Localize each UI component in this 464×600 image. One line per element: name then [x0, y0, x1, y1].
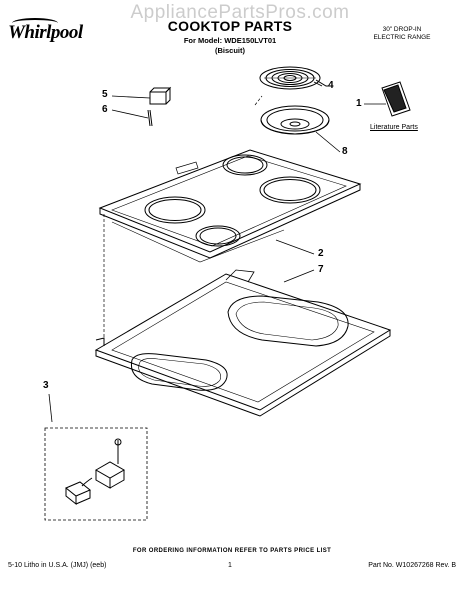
- cooktop-panel: [98, 149, 362, 263]
- callout-6: 6: [102, 104, 108, 115]
- range-type: 30" DROP-IN ELECTRIC RANGE: [352, 26, 452, 42]
- callout-2: 2: [318, 248, 324, 259]
- callout-8: 8: [342, 146, 348, 157]
- footer-litho: 5-10 Litho in U.S.A. (JMJ) (eeb): [8, 562, 107, 569]
- callout-1: 1: [356, 98, 362, 109]
- burner-box: [94, 269, 392, 417]
- page-title: COOKTOP PARTS: [167, 18, 293, 34]
- callout-7: 7: [318, 264, 324, 275]
- range-type-line1: 30" DROP-IN: [382, 26, 422, 33]
- callout-4: 4: [328, 80, 334, 91]
- surface-element: [259, 66, 330, 90]
- brand-logo-swoosh: [12, 18, 58, 28]
- drip-bowl: [260, 105, 330, 135]
- range-type-line2: ELECTRIC RANGE: [373, 34, 431, 41]
- literature-parts-label: Literature Parts: [370, 124, 418, 131]
- guide-lines: [103, 95, 263, 340]
- receptacle-bracket: [147, 86, 172, 127]
- wire-kit-detail: [44, 427, 148, 521]
- callout-3: 3: [43, 380, 49, 391]
- color-line: (Biscuit): [215, 46, 245, 55]
- brand-logo: Whirlpool: [8, 22, 83, 43]
- ordering-note: FOR ORDERING INFORMATION REFER TO PARTS …: [132, 548, 332, 554]
- watermark: AppliancePartsPros.com: [130, 2, 350, 23]
- callout-5: 5: [102, 89, 108, 100]
- footer-page-number: 1: [228, 562, 232, 569]
- footer-part-number: Part No. W10267268 Rev. B: [368, 562, 456, 569]
- callout-leaders: [48, 81, 386, 423]
- literature-booklet: [381, 81, 411, 117]
- model-line: For Model: WDE150LVT01: [183, 36, 277, 45]
